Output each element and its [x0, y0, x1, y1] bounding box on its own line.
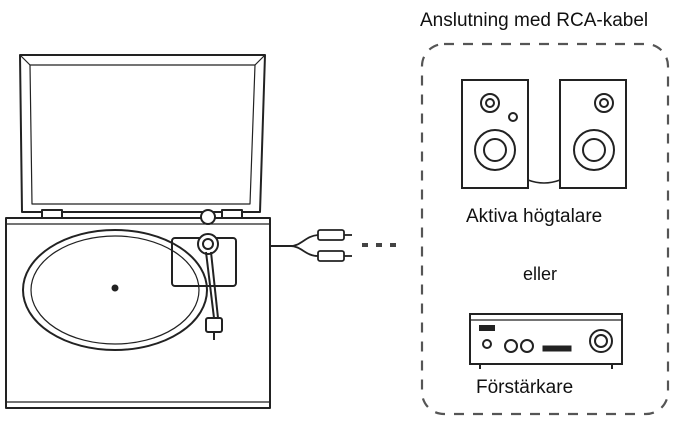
- rca-cable-icon: [289, 229, 352, 262]
- connection-dots: [362, 243, 396, 247]
- amplifier-label: Förstärkare: [476, 377, 574, 398]
- turntable-icon: [5, 54, 292, 409]
- amplifier-icon: [469, 313, 623, 369]
- diagram-title: Anslutning med RCA-kabel: [420, 10, 649, 31]
- or-label: eller: [523, 264, 558, 284]
- connection-options-frame: [420, 42, 670, 416]
- speaker-pair-icon: [461, 79, 627, 189]
- active-speakers-label: Aktiva högtalare: [466, 206, 603, 227]
